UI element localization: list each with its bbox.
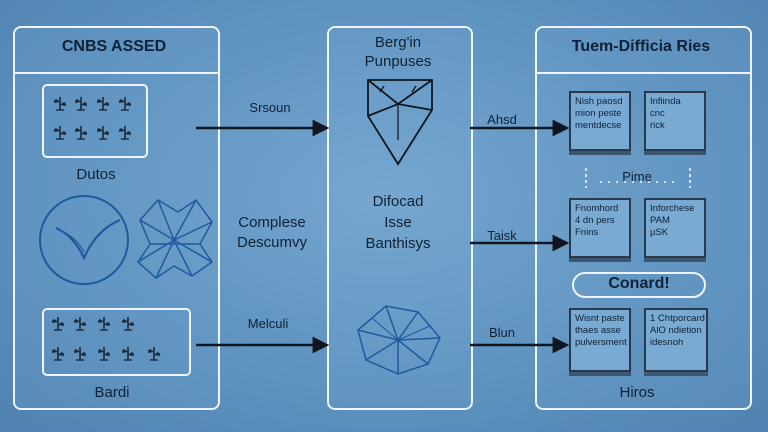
left-top-box xyxy=(42,84,148,158)
card-nish-line3: mentdecse xyxy=(575,120,622,131)
complese-label-1: Complese xyxy=(238,214,306,231)
sprout-grid-top-icon xyxy=(53,96,132,140)
card-inforchese-line3: µSK xyxy=(650,227,669,238)
middle-title-line2: Punpuses xyxy=(364,53,432,70)
conard-label: Conard! xyxy=(608,275,670,292)
card-infiinda: Infiinda cnc rick xyxy=(644,91,706,151)
card-wisnt-line1: Wisnt paste xyxy=(575,313,625,324)
card-chtporcard-line2: AlO ndietion xyxy=(650,325,702,336)
arrow-label-taisk: Taisk xyxy=(487,228,517,243)
middle-center-line1: Difocad xyxy=(372,193,424,210)
card-nish: Nish paosd mion peste mentdecse xyxy=(569,91,631,151)
card-chtporcard-line3: idesnoh xyxy=(650,337,684,348)
card-fnomhord-line1: Fnomhord xyxy=(575,203,619,214)
middle-center-line2: Isse xyxy=(384,214,412,231)
left-top-box-label: Dutos xyxy=(76,166,116,183)
card-chtporcard: 1 Chtporcard AlO ndietion idesnoh xyxy=(644,308,708,372)
crystal-flower-icon xyxy=(137,198,214,279)
arrow-label-melculi: Melculi xyxy=(247,316,289,331)
card-nish-line2: mion peste xyxy=(575,108,622,119)
middle-center-line3: Banthisys xyxy=(365,235,431,252)
hiros-label: Hiros xyxy=(619,384,655,401)
middle-panel xyxy=(327,26,473,410)
complese-label-2: Descumvy xyxy=(236,234,308,251)
card-fnomhord-line2: 4 dn pers xyxy=(575,215,615,226)
card-wisnt: Wisnt paste thaes asse pulversment xyxy=(569,308,631,372)
card-wisnt-line3: pulversment xyxy=(575,337,627,348)
left-bottom-box-label: Bardi xyxy=(94,384,130,401)
faceted-gem-icon xyxy=(357,305,441,375)
pime-label: Pime xyxy=(622,169,652,184)
left-bottom-box xyxy=(42,308,191,376)
conard-pill xyxy=(572,272,706,298)
pime-guides xyxy=(585,168,691,188)
card-infiinda-line1: Infiinda xyxy=(650,96,681,107)
left-panel-title: CNBS ASSED xyxy=(61,38,167,55)
funnel-envelope-icon xyxy=(367,79,433,166)
card-infiinda-line2: cnc xyxy=(650,108,665,119)
left-panel-header xyxy=(15,28,218,74)
card-fnomhord: Fnomhord 4 dn pers Fnins xyxy=(569,198,631,258)
middle-title-line1: Berg'in xyxy=(374,34,422,51)
card-infiinda-line3: rick xyxy=(650,120,665,131)
arrow-label-blun: Blun xyxy=(488,325,516,340)
card-wisnt-line2: thaes asse xyxy=(575,325,621,336)
right-panel-title: Tuem-Difficia Ries xyxy=(571,38,711,55)
arrow-label-srsoun: Srsoun xyxy=(249,100,291,115)
right-panel-header xyxy=(537,28,750,74)
arrow-label-ahsd: Ahsd xyxy=(487,112,517,127)
card-nish-line1: Nish paosd xyxy=(575,96,623,107)
card-chtporcard-line1: 1 Chtporcard xyxy=(650,313,705,324)
circle-v-icon xyxy=(39,195,129,285)
card-inforchese-line1: Inforchese xyxy=(650,203,695,214)
card-inforchese-line2: PAM xyxy=(650,215,670,226)
card-fnomhord-line3: Fnins xyxy=(575,227,599,238)
sprout-grid-bottom-icon xyxy=(51,316,161,361)
card-inforchese: Inforchese PAM µSK xyxy=(644,198,706,258)
